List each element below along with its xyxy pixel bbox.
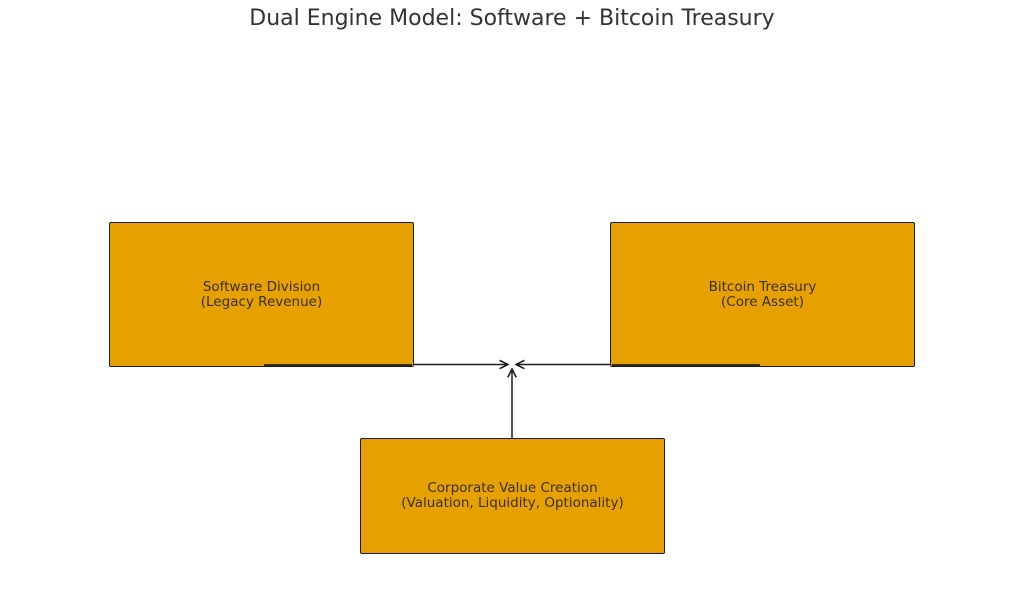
node-software-division-sublabel: (Legacy Revenue) (200, 293, 323, 310)
node-bitcoin-treasury-sublabel: (Core Asset) (721, 293, 804, 310)
node-corporate-value-label: Corporate Value Creation (427, 480, 598, 496)
node-corporate-value: Corporate Value Creation (Valuation, Liq… (360, 438, 665, 554)
diagram-title: Dual Engine Model: Software + Bitcoin Tr… (249, 6, 775, 31)
node-bitcoin-treasury-label: Bitcoin Treasury (708, 278, 817, 295)
node-bitcoin-treasury: Bitcoin Treasury (Core Asset) (610, 222, 915, 367)
node-software-division-label: Software Division (202, 278, 321, 295)
node-corporate-value-sublabel: (Valuation, Liquidity, Optionality) (401, 495, 624, 511)
node-software-division: Software Division (Legacy Revenue) (109, 222, 414, 367)
